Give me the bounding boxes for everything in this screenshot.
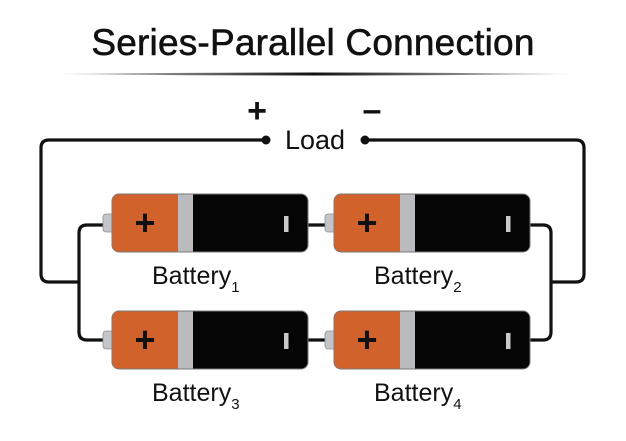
battery-plus-symbol: + (134, 319, 155, 360)
battery-positive-end (334, 311, 400, 369)
battery-1: + Battery1 (102, 193, 309, 296)
battery-4: + Battery4 (324, 310, 531, 413)
wire-load-negative (366, 138, 586, 284)
load-label: Load (285, 125, 345, 155)
battery-negative-end (193, 311, 308, 369)
battery-label: Battery2 (374, 262, 462, 296)
title-underline (55, 72, 573, 76)
battery-outline (111, 193, 309, 253)
battery-minus-symbol (506, 216, 511, 232)
battery-plus-symbol: + (356, 319, 377, 360)
load-negative-terminal (360, 135, 370, 145)
load-negative-symbol: – (363, 91, 382, 129)
diagram-title: Series-Parallel Connection (91, 22, 535, 64)
battery-negative-end (193, 194, 308, 252)
battery-band (400, 311, 415, 369)
battery-3: + Battery3 (102, 310, 309, 413)
load-positive-symbol: + (247, 92, 267, 130)
battery-2: + Battery2 (324, 193, 531, 296)
batteries: + Battery1 + Battery2 + Battery3 + Battery4 (102, 193, 531, 413)
battery-positive-end (112, 194, 178, 252)
battery-outline (333, 193, 531, 253)
battery-outline (111, 310, 309, 370)
battery-minus-symbol (506, 333, 511, 349)
battery-plus-symbol: + (356, 202, 377, 243)
battery-outline (333, 310, 531, 370)
battery-band (178, 311, 193, 369)
battery-minus-symbol (284, 333, 289, 349)
battery-label: Battery4 (374, 379, 462, 413)
battery-plus-symbol: + (134, 202, 155, 243)
battery-label: Battery3 (152, 379, 240, 413)
battery-positive-end (334, 194, 400, 252)
battery-negative-end (415, 311, 530, 369)
battery-band (178, 194, 193, 252)
wires (39, 138, 586, 342)
load-positive-terminal (261, 135, 271, 145)
wire-left-bus (77, 223, 104, 342)
battery-negative-end (415, 194, 530, 252)
battery-positive-end (112, 311, 178, 369)
wire-load-positive (39, 138, 265, 284)
battery-minus-symbol (284, 216, 289, 232)
wire-right-bus (529, 223, 553, 342)
battery-label: Battery1 (152, 262, 240, 296)
battery-band (400, 194, 415, 252)
